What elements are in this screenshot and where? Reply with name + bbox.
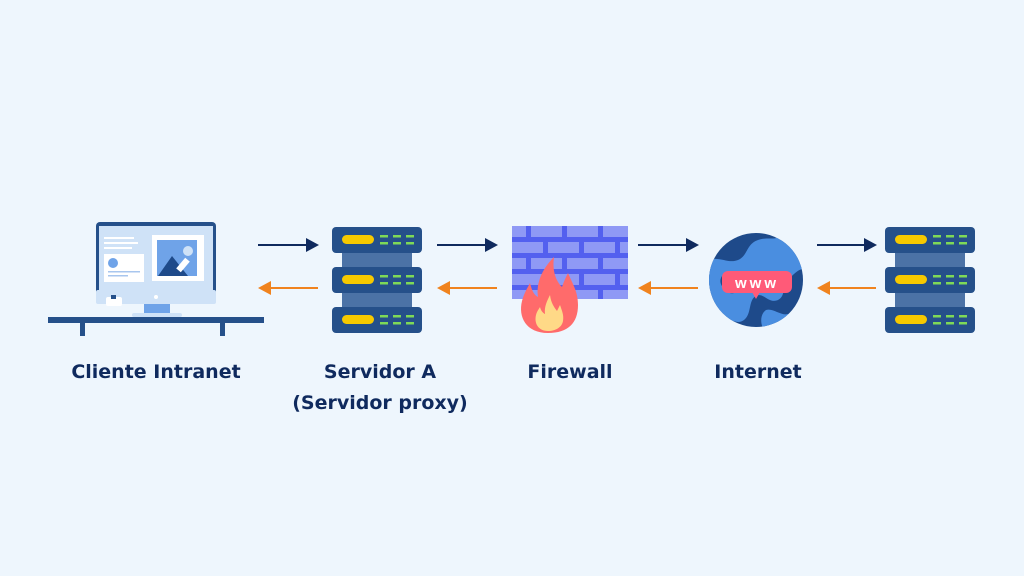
label-proxy-line2: (Servidor proxy) (292, 392, 468, 414)
label-client: Cliente Intranet (71, 361, 241, 383)
server-unit (885, 227, 975, 253)
server-unit (332, 307, 422, 333)
response-arrow-server-internet (817, 281, 876, 295)
server-unit (885, 267, 975, 293)
www-badge-text: www (734, 275, 779, 292)
flame-icon (521, 257, 578, 333)
www-badge (722, 271, 792, 293)
globe-www-icon: www (709, 233, 803, 327)
server-rack-icon (332, 227, 422, 333)
node-remote-server (883, 225, 977, 335)
request-arrow-proxy-firewall (437, 238, 498, 252)
response-arrow-internet-firewall (638, 281, 698, 295)
desktop-monitor-icon (48, 222, 264, 336)
server-unit (332, 267, 422, 293)
request-arrow-client-proxy (258, 238, 319, 252)
node-internet: www (708, 230, 804, 330)
response-arrow-firewall-proxy (437, 281, 497, 295)
node-proxy-server (330, 225, 424, 335)
label-internet: Internet (714, 361, 802, 383)
node-firewall (510, 225, 630, 335)
server-unit (332, 227, 422, 253)
request-arrow-internet-server (817, 238, 877, 252)
server-rack-icon (885, 227, 975, 333)
firewall-brick-flame-icon (512, 226, 628, 333)
node-client (48, 222, 264, 338)
server-unit (885, 307, 975, 333)
label-proxy-line1: Servidor A (323, 361, 437, 383)
response-arrow-proxy-client (258, 281, 318, 295)
label-firewall: Firewall (527, 361, 613, 383)
request-arrow-firewall-internet (638, 238, 699, 252)
